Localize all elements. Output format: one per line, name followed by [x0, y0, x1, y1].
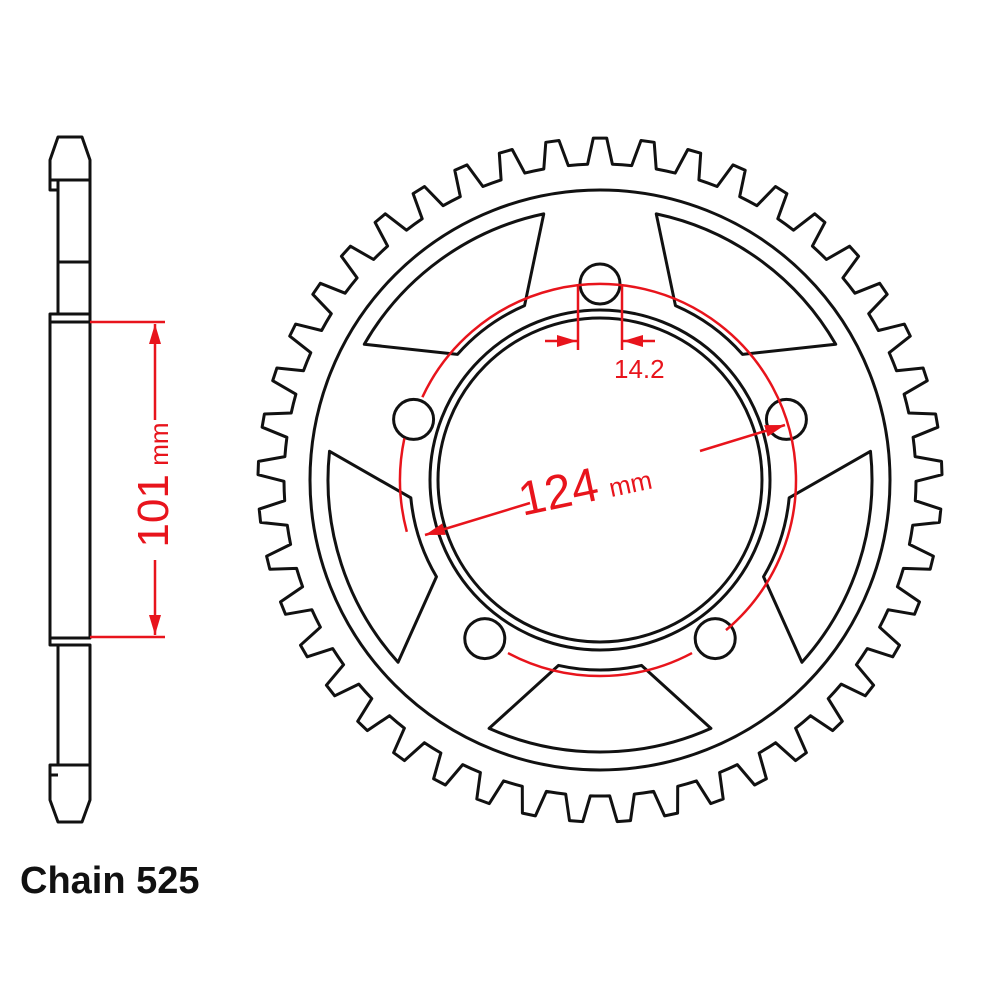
- top-plate-gap: [56, 260, 92, 316]
- sprocket-front-view: [256, 136, 944, 824]
- svg-text:124 mm: 124 mm: [514, 447, 656, 527]
- bolt-hole-dimension: 14.2: [545, 284, 665, 384]
- hub-dimension-unit: mm: [144, 422, 174, 465]
- center-bore: [436, 316, 764, 644]
- bolt-circle-dimension: 124 mm: [398, 282, 798, 678]
- svg-text:101 mm: 101 mm: [129, 422, 178, 547]
- bolt-hole: [392, 397, 436, 441]
- side-profile-view: [48, 135, 92, 824]
- bolt-circle-arc: [398, 282, 798, 678]
- top-tooth-profile: [48, 135, 92, 182]
- lightening-window: [326, 449, 438, 664]
- bolt-hole: [693, 617, 737, 661]
- bottom-hatched-section: [56, 643, 92, 767]
- top-hatched-section: [56, 178, 92, 264]
- bolt-hole: [463, 617, 507, 661]
- top-step: [48, 180, 58, 192]
- lightening-window: [762, 449, 874, 664]
- sprocket-teeth-outline: [256, 136, 944, 824]
- lightening-window: [362, 212, 546, 356]
- hub-body: [48, 320, 92, 640]
- bottom-tooth-profile: [48, 763, 92, 824]
- hub-outer-circle: [428, 308, 772, 652]
- bolt-holes: [392, 262, 808, 661]
- lightening-window: [654, 212, 838, 356]
- bolt-circle-unit: mm: [606, 465, 655, 503]
- hub-dimension: 101 mm: [90, 320, 178, 639]
- bolt-hole: [764, 397, 808, 441]
- rim-circle: [308, 188, 892, 772]
- bolt-hole-value: 14.2: [614, 354, 665, 384]
- lightening-window: [487, 663, 713, 754]
- hub-dimension-value: 101: [129, 474, 178, 547]
- lightening-windows: [326, 212, 874, 754]
- chain-size-caption: Chain 525: [20, 860, 200, 902]
- bolt-circle-value: 124: [514, 458, 603, 526]
